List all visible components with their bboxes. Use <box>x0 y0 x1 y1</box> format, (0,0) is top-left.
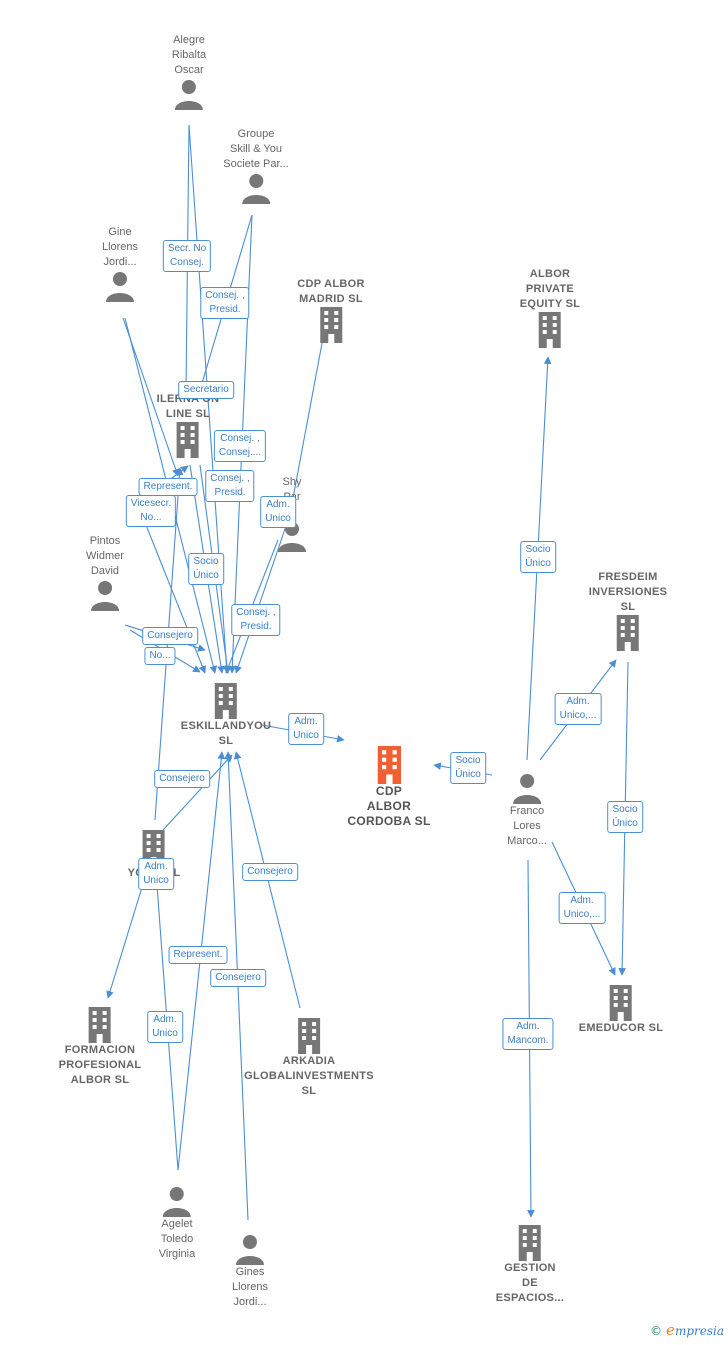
node-albor-private-equity[interactable]: ALBOR PRIVATE EQUITY SL <box>520 267 581 348</box>
relation-badge[interactable]: Secretario <box>178 381 234 399</box>
relation-badge[interactable]: Represent. <box>168 946 228 964</box>
node-gine-llorens[interactable]: Gine Llorens Jordi... <box>102 225 138 302</box>
node-label: Franco Lores Marco... <box>507 805 547 847</box>
node-fresdeim[interactable]: FRESDEIM INVERSIONES SL <box>589 570 668 651</box>
relation-badge[interactable]: Socio Único <box>520 541 556 573</box>
relation-badge[interactable]: No... <box>144 647 176 665</box>
building-icon <box>89 1007 111 1043</box>
building-icon <box>519 1225 541 1261</box>
edge <box>234 519 289 674</box>
node-label: Agelet Toledo Virginia <box>158 1218 196 1260</box>
building-icon <box>538 312 561 348</box>
node-label: GESTION DE ESPACIOS... <box>495 1262 565 1304</box>
node-agelet-toledo[interactable]: Agelet Toledo Virginia <box>158 1185 196 1262</box>
copyright-icon: © <box>650 1324 663 1338</box>
node-label: Pintos Widmer David <box>86 535 124 577</box>
building-icon <box>176 422 199 458</box>
node-alegre[interactable]: Alegre Ribalta Oscar <box>172 33 206 110</box>
node-franco-lores[interactable]: Franco Lores Marco... <box>507 772 547 849</box>
relation-badge[interactable]: Vicesecr. No... <box>125 495 177 527</box>
relation-badge[interactable]: Secr. No Consej. <box>162 240 212 272</box>
node-label: EMEDUCOR SL <box>578 1022 664 1034</box>
relation-badge[interactable]: Adm. Unico,... <box>558 892 606 924</box>
relation-badge[interactable]: Consejero <box>210 969 266 987</box>
node-pintos-widmer[interactable]: Pintos Widmer David <box>86 534 124 611</box>
node-ilerna-online[interactable]: ILERNA ON LINE SL <box>157 392 220 458</box>
edge <box>287 321 329 526</box>
relation-badge[interactable]: Consej. , Consej.... <box>213 430 267 462</box>
building-icon <box>319 307 342 343</box>
person-icon <box>512 774 541 804</box>
edge <box>139 509 207 674</box>
relation-badge[interactable]: Consejero <box>142 627 198 645</box>
node-label: Groupe Skill & You Societe Par... <box>223 128 289 170</box>
node-emeducor[interactable]: EMEDUCOR SL <box>579 985 664 1036</box>
node-label: ALBOR PRIVATE EQUITY SL <box>519 268 581 310</box>
node-label: Gine Llorens Jordi... <box>101 226 139 268</box>
relation-badge[interactable]: Socio Único <box>188 553 224 585</box>
node-label: CDP ALBOR MADRID SL <box>297 278 365 305</box>
person-icon <box>235 1235 264 1265</box>
relation-badge[interactable]: Represent. <box>138 478 198 496</box>
node-label: ESKILLANDYOU SL <box>180 720 272 747</box>
node-label: ARKADIA GLOBALINVESTMENTS SL <box>244 1055 374 1097</box>
node-eskillandyou[interactable]: ESKILLANDYOU SL <box>181 683 271 749</box>
node-label: Gines Llorens Jordi... <box>231 1266 269 1308</box>
node-arkadia[interactable]: ARKADIA GLOBALINVESTMENTS SL <box>244 1018 374 1099</box>
edge <box>162 754 233 831</box>
node-label: FRESDEIM INVERSIONES SL <box>588 571 668 613</box>
node-cdp-albor-cordoba[interactable]: CDP ALBOR CORDOBA SL <box>347 746 430 829</box>
node-cdp-albor-madrid[interactable]: CDP ALBOR MADRID SL <box>297 277 364 343</box>
relation-badge[interactable]: Socio Único <box>450 752 486 784</box>
node-label: Alegre Ribalta Oscar <box>171 34 207 76</box>
building-icon <box>617 615 639 651</box>
node-label: CDP ALBOR CORDOBA SL <box>347 784 431 828</box>
node-gines-llorens[interactable]: Gines Llorens Jordi... <box>232 1233 268 1310</box>
relation-badge[interactable]: Consej. , Presid. <box>231 604 281 636</box>
relation-badge[interactable]: Consej. , Presid. <box>200 287 250 319</box>
person-icon <box>163 1187 191 1217</box>
relation-badge[interactable]: Adm. Unico <box>147 1011 183 1043</box>
building-icon <box>298 1018 320 1054</box>
empresia-logo: ©empresia <box>650 1321 724 1339</box>
relation-badge[interactable]: Adm. Unico <box>138 858 174 890</box>
relation-badge[interactable]: Socio Único <box>607 801 643 833</box>
relation-badge[interactable]: Consej. , Presid. <box>205 470 255 502</box>
node-gestion-espacios[interactable]: GESTION DE ESPACIOS... <box>496 1225 565 1306</box>
building-icon <box>377 746 401 784</box>
relation-badge[interactable]: Consejero <box>242 863 298 881</box>
person-icon <box>90 581 119 611</box>
relation-badge[interactable]: Adm. Unico <box>288 713 324 745</box>
building-icon <box>610 985 632 1021</box>
relation-badge[interactable]: Consejero <box>154 770 210 788</box>
person-icon <box>105 272 134 302</box>
person-icon <box>175 80 203 110</box>
relation-badge[interactable]: Adm. Unico <box>260 496 296 528</box>
node-label: FORMACION PROFESIONAL ALBOR SL <box>58 1044 142 1086</box>
person-icon <box>242 174 270 204</box>
building-icon <box>214 683 237 719</box>
node-groupe[interactable]: Groupe Skill & You Societe Par... <box>223 127 289 204</box>
node-formacion-profesional[interactable]: FORMACION PROFESIONAL ALBOR SL <box>59 1007 142 1088</box>
relation-badge[interactable]: Adm. Unico,... <box>554 693 602 725</box>
relation-badge[interactable]: Adm. Mancom. <box>502 1018 554 1050</box>
